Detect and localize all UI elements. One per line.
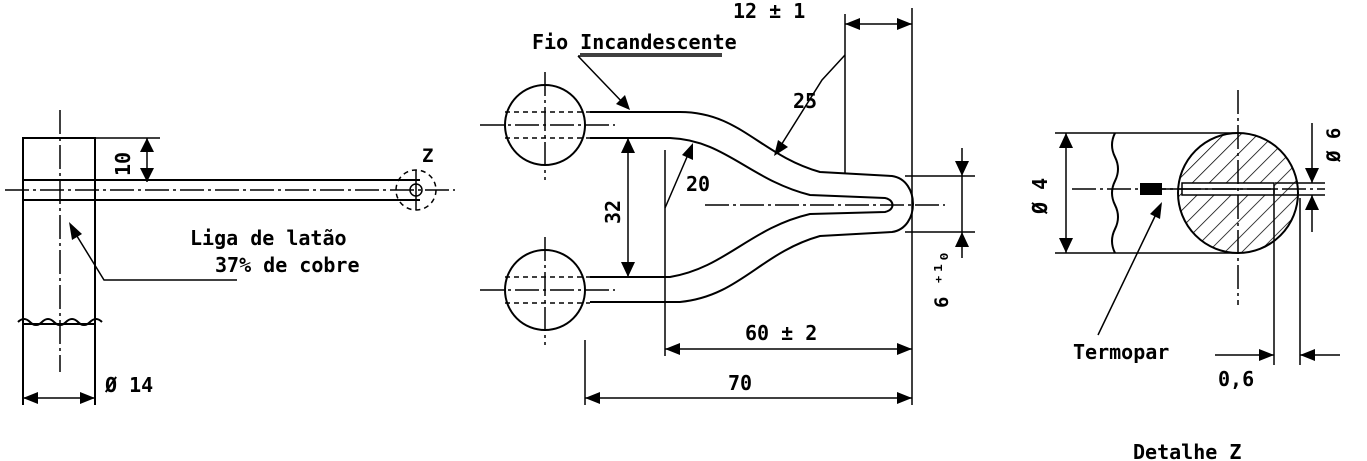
- dim-06-label: 0,6: [1218, 367, 1254, 391]
- dim-diam-4-label: Ø 4: [1028, 178, 1052, 215]
- detalhe-z-title: Detalhe Z: [1133, 440, 1241, 461]
- dim-10-label: 10: [111, 152, 135, 176]
- brass-rod-body: [22, 137, 96, 325]
- liga-label-2: 37% de cobre: [215, 253, 360, 277]
- dim-14-label: Ø 14: [104, 373, 153, 397]
- detail-z-view: [1055, 90, 1340, 365]
- dim-60-label: 60 ± 2: [745, 321, 817, 345]
- dim-12-label: 12 ± 1: [733, 0, 805, 23]
- dim-6-tolerance-label: 6 ⁺¹₀: [931, 251, 953, 308]
- hairpin-inner: [590, 137, 894, 278]
- hairpin-outer: [590, 111, 914, 303]
- break-line: [17, 318, 103, 326]
- dim-32-label: 32: [601, 200, 625, 224]
- dim-20-label: 20: [686, 172, 710, 196]
- termopar-label: Termopar: [1073, 340, 1169, 364]
- dim-diam-6-label: Ø 6: [1323, 128, 1345, 163]
- fio-label: Fio Incandescente: [532, 30, 737, 54]
- detail-break-line: [1111, 132, 1119, 254]
- z-label: Z: [422, 145, 433, 167]
- liga-label-1: Liga de latão: [190, 226, 347, 250]
- dim-70-label: 70: [728, 371, 752, 395]
- middle-view: [480, 8, 975, 405]
- left-view: [5, 110, 455, 405]
- dim-25-label: 25: [793, 89, 817, 113]
